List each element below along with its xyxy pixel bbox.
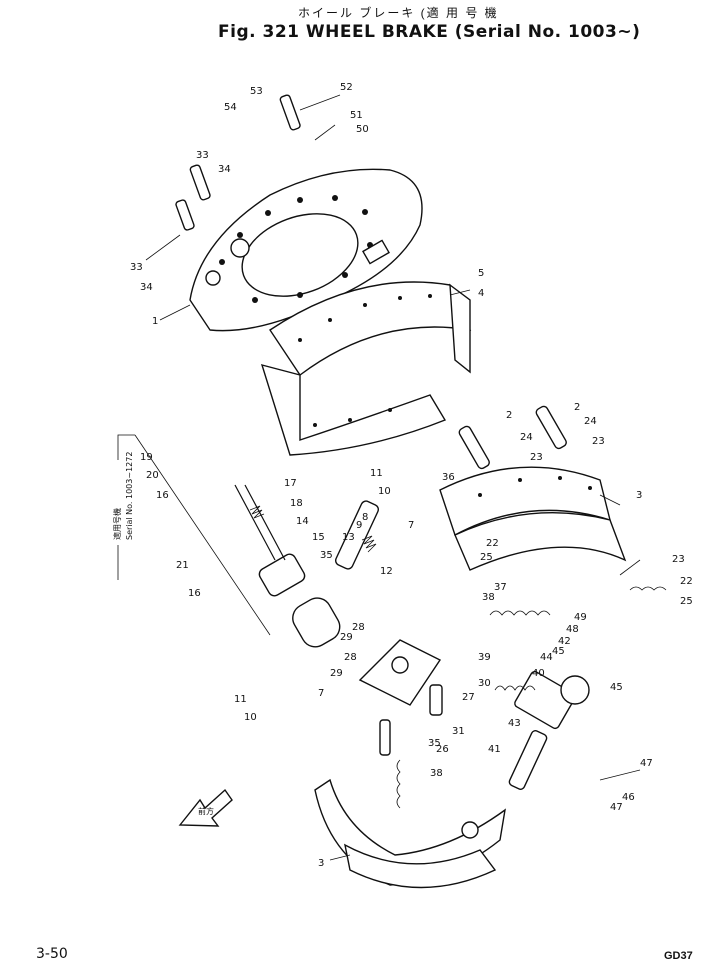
page-number: 3-50 — [36, 946, 68, 962]
callout-13: 13 — [342, 532, 355, 543]
adjuster-assembly — [334, 500, 590, 790]
callout-11: 11 — [370, 468, 383, 479]
callout-9: 9 — [356, 520, 362, 531]
return-springs — [396, 586, 667, 809]
direction-arrow-icon — [178, 788, 233, 827]
serial-note-line1: 適用号機 — [112, 508, 122, 540]
callout-31: 31 — [452, 726, 465, 737]
wheel-cylinder — [234, 484, 341, 648]
callout-53: 53 — [250, 86, 263, 97]
callout-27: 27 — [462, 692, 475, 703]
callout-40: 40 — [532, 668, 545, 679]
lower-brake-shoe — [314, 778, 506, 889]
callout-29: 29 — [340, 632, 353, 643]
callout-38: 38 — [430, 768, 443, 779]
serial-note: 適用号機 Serial No. 1003~1272 — [112, 452, 134, 540]
callout-19: 19 — [140, 452, 153, 463]
callout-45: 45 — [552, 646, 565, 657]
callout-29: 29 — [330, 668, 343, 679]
callout-39: 39 — [478, 652, 491, 663]
callout-44: 44 — [540, 652, 553, 663]
callout-25: 25 — [680, 596, 693, 607]
callout-46: 46 — [622, 792, 635, 803]
callout-24: 24 — [520, 432, 533, 443]
callout-51: 51 — [350, 110, 363, 121]
callout-43: 43 — [508, 718, 521, 729]
callout-47: 47 — [610, 802, 623, 813]
callout-42: 42 — [558, 636, 571, 647]
title-japanese: ホイール ブレーキ (適 用 号 機 — [298, 6, 499, 20]
callout-24: 24 — [584, 416, 597, 427]
callout-22: 22 — [486, 538, 499, 549]
callout-16: 16 — [188, 588, 201, 599]
callout-22: 22 — [680, 576, 693, 587]
callout-33: 33 — [196, 150, 209, 161]
callout-23: 23 — [592, 436, 605, 447]
callout-8: 8 — [362, 512, 368, 523]
callout-36: 36 — [442, 472, 455, 483]
callout-16: 16 — [156, 490, 169, 501]
callout-17: 17 — [284, 478, 297, 489]
callout-37: 37 — [494, 582, 507, 593]
serial-note-bracket — [117, 434, 271, 636]
callout-47: 47 — [640, 758, 653, 769]
right-brake-shoe — [439, 466, 627, 571]
callout-25: 25 — [480, 552, 493, 563]
pins-and-bolts — [175, 94, 567, 756]
callout-30: 30 — [478, 678, 491, 689]
callout-28: 28 — [352, 622, 365, 633]
callout-20: 20 — [146, 470, 159, 481]
callout-4: 4 — [478, 288, 484, 299]
catalog-code: GD37 — [664, 950, 693, 962]
callout-7: 7 — [408, 520, 414, 531]
callout-38: 38 — [482, 592, 495, 603]
callout-14: 14 — [296, 516, 309, 527]
callout-54: 54 — [224, 102, 237, 113]
callout-49: 49 — [574, 612, 587, 623]
callout-3: 3 — [318, 858, 324, 869]
callout-52: 52 — [340, 82, 353, 93]
callout-2: 2 — [506, 410, 512, 421]
callout-33: 33 — [130, 262, 143, 273]
callout-28: 28 — [344, 652, 357, 663]
leader-lines — [145, 94, 641, 861]
callout-35: 35 — [428, 738, 441, 749]
callout-5: 5 — [478, 268, 484, 279]
callout-50: 50 — [356, 124, 369, 135]
callout-23: 23 — [672, 554, 685, 565]
callout-35: 35 — [320, 550, 333, 561]
callout-23: 23 — [530, 452, 543, 463]
callout-12: 12 — [380, 566, 393, 577]
figure-title: Fig. 321 WHEEL BRAKE (Serial No. 1003~) — [218, 22, 641, 42]
callout-26: 26 — [436, 744, 449, 755]
callout-7: 7 — [318, 688, 324, 699]
callout-11: 11 — [234, 694, 247, 705]
callout-18: 18 — [290, 498, 303, 509]
callout-21: 21 — [176, 560, 189, 571]
callout-1: 1 — [152, 316, 158, 327]
serial-note-line2: Serial No. 1003~1272 — [125, 452, 134, 540]
callout-41: 41 — [488, 744, 501, 755]
direction-label: 前方 — [198, 806, 214, 816]
callout-48: 48 — [566, 624, 579, 635]
callout-3: 3 — [636, 490, 642, 501]
callout-2: 2 — [574, 402, 580, 413]
callout-34: 34 — [218, 164, 231, 175]
callout-15: 15 — [312, 532, 325, 543]
callout-labels: 1 4 5 33 34 33 34 54 53 52 51 50 2 24 2 … — [130, 82, 693, 869]
callout-10: 10 — [378, 486, 391, 497]
callout-45: 45 — [610, 682, 623, 693]
upper-brake-shoe — [260, 281, 472, 456]
callout-10: 10 — [244, 712, 257, 723]
callout-34: 34 — [140, 282, 153, 293]
